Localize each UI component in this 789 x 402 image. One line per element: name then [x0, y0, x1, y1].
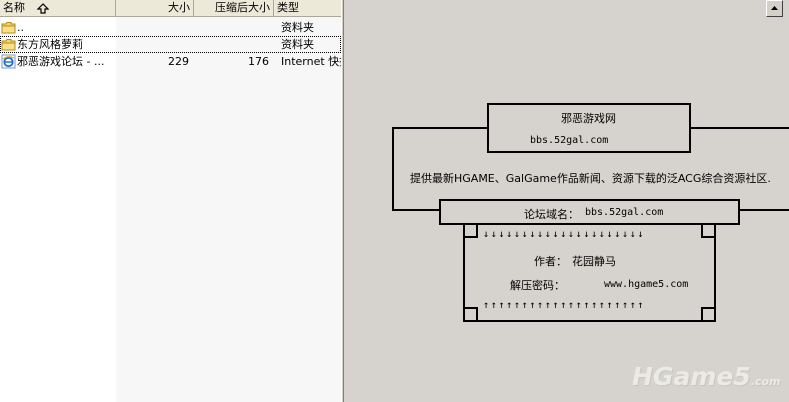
sorted-column-shade — [116, 17, 341, 402]
column-header-size-label: 大小 — [168, 1, 190, 14]
file-name: 邪恶游戏论坛 - ... — [17, 55, 105, 68]
parent-folder-icon — [1, 22, 16, 34]
author-value: 花园静马 — [572, 255, 616, 268]
column-header-packed-label: 压缩后大小 — [215, 1, 270, 14]
watermark-main-text: HGame5 — [632, 362, 751, 391]
password-value: www.hgame5.com — [604, 279, 689, 290]
file-list-header: 名称 大小 压缩后大小 类型 — [0, 0, 341, 17]
author-label: 作者： — [534, 255, 567, 268]
box-corner-notch — [701, 225, 714, 238]
site-url: bbs.52gal.com — [530, 135, 609, 146]
scrollbar-up-button[interactable] — [766, 0, 783, 17]
file-name: 东方风格萝莉 — [17, 38, 83, 51]
column-header-size[interactable]: 大小 — [116, 0, 194, 17]
file-packed-size: 176 — [248, 55, 269, 68]
hgame5-watermark-logo: HGame5.com — [632, 362, 780, 391]
box-corner-notch — [465, 225, 478, 238]
column-header-type-label: 类型 — [277, 1, 299, 14]
file-size — [116, 36, 189, 53]
up-arrow-row: ↑↑↑↑↑↑↑↑↑↑↑↑↑↑↑↑↑↑↑↑↑ — [483, 300, 646, 311]
site-description: 提供最新HGAME、GalGame作品新闻、资源下载的泛ACG综合资源社区. — [410, 172, 771, 185]
box-corner-notch — [465, 307, 478, 320]
forum-domain-box — [439, 199, 740, 225]
box-corner-notch — [701, 307, 714, 320]
sort-up-arrow-icon — [37, 3, 49, 14]
file-type: Internet 快捷 — [281, 55, 341, 68]
down-arrow-row: ↓↓↓↓↓↓↓↓↓↓↓↓↓↓↓↓↓↓↓↓↓ — [483, 229, 646, 240]
file-row-folder[interactable]: 东方风格萝莉 资料夹 — [0, 36, 341, 53]
column-header-packed-size[interactable]: 压缩后大小 — [194, 0, 274, 17]
internet-shortcut-icon — [1, 54, 16, 69]
pane-splitter[interactable] — [341, 0, 344, 402]
folder-icon — [1, 39, 16, 51]
scroll-up-arrow-icon — [771, 6, 778, 10]
file-row-shortcut[interactable]: 邪恶游戏论坛 - ... 229 176 Internet 快捷 — [0, 53, 341, 70]
file-list-pane[interactable]: 名称 大小 压缩后大小 类型 .. 资料夹 东方风格萝莉 — [0, 0, 341, 402]
column-header-name-label: 名称 — [3, 1, 25, 14]
watermark-suffix-text: .com — [750, 375, 781, 388]
file-name: .. — [17, 21, 24, 34]
text-preview-pane: 邪恶游戏网 bbs.52gal.com 提供最新HGAME、GalGame作品新… — [344, 0, 789, 402]
file-size — [116, 19, 189, 36]
password-label: 解压密码： — [510, 279, 565, 292]
author-box — [463, 225, 716, 322]
file-row-parent[interactable]: .. 资料夹 — [0, 19, 341, 36]
site-name: 邪恶游戏网 — [561, 112, 616, 125]
column-header-name[interactable]: 名称 — [0, 0, 116, 17]
file-type: 资料夹 — [281, 21, 314, 34]
column-header-type[interactable]: 类型 — [274, 0, 341, 17]
file-size: 229 — [168, 55, 189, 68]
site-title-box — [487, 103, 691, 153]
file-type: 资料夹 — [281, 38, 314, 51]
forum-domain-value: bbs.52gal.com — [585, 207, 664, 218]
forum-domain-label: 论坛域名： — [524, 208, 579, 221]
file-packed-size — [194, 36, 269, 53]
file-packed-size — [194, 19, 269, 36]
